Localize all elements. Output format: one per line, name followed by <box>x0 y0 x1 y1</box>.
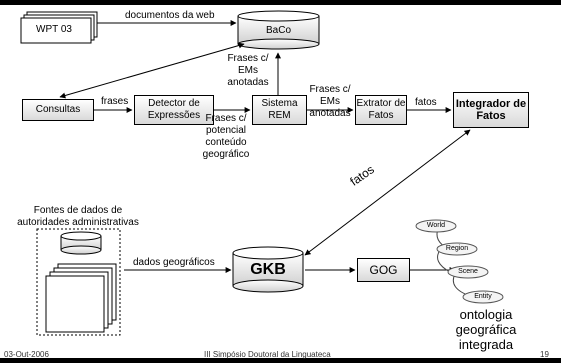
footer-event: III Simpósio Doutoral da Linguateca <box>204 350 331 359</box>
rem-box: Sistema REM <box>252 95 307 125</box>
edge-label-geo-potential: Frases c/ potencial conteúdo geográfico <box>202 113 250 160</box>
edge-label-frases: frases <box>101 96 129 107</box>
ontology-caption: ontologia geográfica integrada <box>455 307 517 352</box>
ontology-node-entity: Entity <box>474 293 492 300</box>
extrator-box: Extrator de Fatos <box>355 95 407 125</box>
gkb-label: GKB <box>250 261 286 278</box>
sources-document-stack <box>45 263 117 333</box>
sources-dashed-box <box>36 228 121 336</box>
consultas-box: Consultas <box>22 99 94 121</box>
footer-date: 03-Out-2006 <box>4 350 49 359</box>
edge-label-web-docs: documentos da web <box>125 10 215 21</box>
footer-page-number: 19 <box>540 350 549 359</box>
sources-database-icon <box>60 231 102 255</box>
baco-cylinder <box>237 10 320 50</box>
ontology-node-scene: Scene <box>458 268 478 275</box>
edge-label-em-annotated-up: Frases c/ EMs anotadas <box>227 53 269 88</box>
bottom-frame-bar <box>0 358 561 363</box>
wpt-document-stack <box>20 11 98 44</box>
sources-label: Fontes de dados de autoridades administr… <box>17 205 139 228</box>
edge-label-geo-data: dados geográficos <box>133 257 215 268</box>
integrador-box: Integrador de Fatos <box>453 92 529 128</box>
edge-label-em-annotated-right: Frases c/ EMs anotadas <box>309 84 351 119</box>
edge-label-fatos-right: fatos <box>415 97 437 108</box>
baco-label: BaCo <box>265 25 291 36</box>
top-frame-bar <box>0 0 561 5</box>
ontology-tree <box>415 219 504 304</box>
gog-box: GOG <box>357 258 410 282</box>
wpt-label: WPT 03 <box>36 24 72 35</box>
detector-box: Detector de Expressões <box>134 95 214 125</box>
ontology-node-region: Region <box>445 245 469 252</box>
gkb-cylinder <box>232 246 304 293</box>
ontology-node-world: World <box>426 222 446 229</box>
